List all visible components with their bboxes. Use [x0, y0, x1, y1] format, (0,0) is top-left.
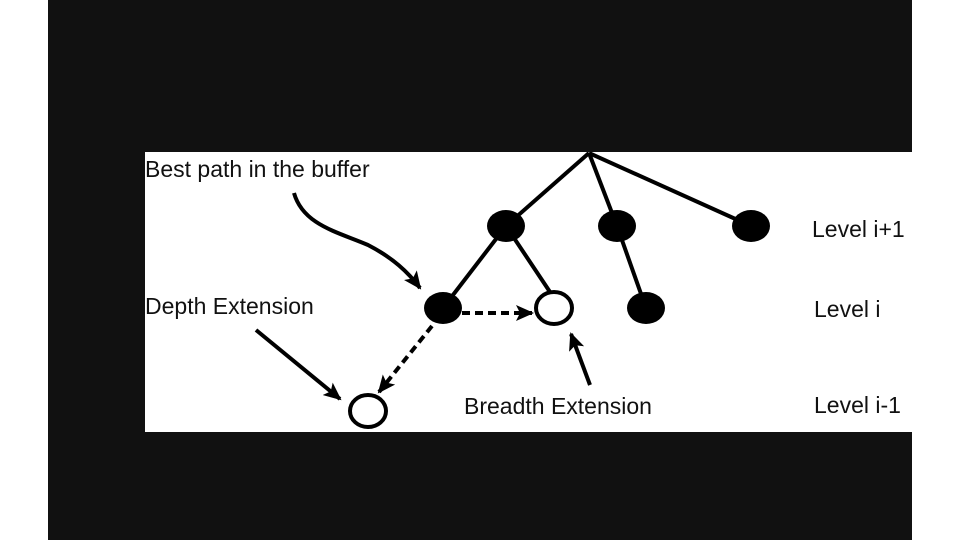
node-depth-open — [348, 393, 388, 429]
node-level-up-2 — [598, 210, 636, 242]
depth-pointer-arrow — [254, 328, 342, 401]
level-down-label: Level i-1 — [814, 392, 901, 418]
video-frame: Best path in the buffer Depth Extension … — [48, 0, 930, 540]
depth-extension-label: Depth Extension — [145, 293, 314, 319]
depth-dashed-arrow — [377, 324, 434, 394]
best-path-label: Best path in the buffer — [145, 156, 370, 182]
node-level-mid-filled — [627, 292, 665, 324]
level-mid-label: Level i — [814, 296, 881, 322]
level-up-label: Level i+1 — [812, 216, 905, 242]
diagram-panel: Best path in the buffer Depth Extension … — [145, 152, 930, 432]
node-level-up-1 — [487, 210, 525, 242]
edge-root-c — [588, 152, 752, 228]
edge-root-a — [504, 152, 591, 228]
node-level-up-3 — [732, 210, 770, 242]
breadth-pointer-arrow — [569, 332, 592, 386]
tree-diagram — [254, 152, 770, 429]
node-best-path — [424, 292, 462, 324]
best-path-pointer-arrow — [292, 192, 422, 290]
breadth-extension-label: Breadth Extension — [464, 393, 652, 419]
edge-a-best — [441, 224, 508, 310]
node-breadth-open — [534, 290, 574, 326]
